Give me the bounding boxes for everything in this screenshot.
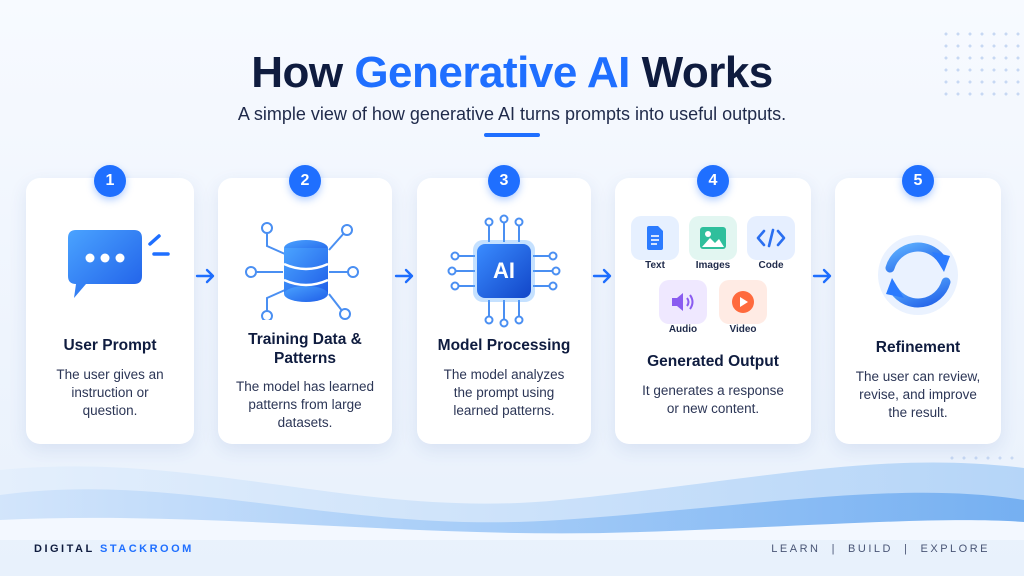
document-icon <box>647 226 663 250</box>
step-number-badge: 4 <box>697 165 729 197</box>
video-output-tile <box>719 280 767 324</box>
step-title: Generated Output <box>647 353 779 370</box>
image-icon <box>700 227 726 249</box>
chat-bubble-icon <box>68 230 170 298</box>
step-number-badge: 1 <box>94 165 126 197</box>
title-underline <box>484 133 540 137</box>
text-output-tile <box>631 216 679 260</box>
step-card-refinement: Refinement The user can review, revise, … <box>835 178 1001 444</box>
audio-output-tile <box>659 280 707 324</box>
title-highlight: Generative AI <box>354 48 630 97</box>
output-label: Images <box>695 260 731 271</box>
step-description: It generates a response or new content. <box>642 383 784 416</box>
output-label: Code <box>758 260 784 271</box>
decorative-wave <box>0 462 1024 540</box>
footer-brand-part1: DIGITAL <box>34 543 101 555</box>
footer-brand: DIGITAL STACKROOM <box>34 543 194 555</box>
code-output-tile <box>747 216 795 260</box>
step-card-user-prompt: User Prompt The user gives an instructio… <box>26 178 194 444</box>
step-description: The user gives an instruction or questio… <box>56 367 164 418</box>
step-card-model-processing: AI Model Processing The model analyzes t… <box>417 178 591 444</box>
arrow-right-icon <box>812 268 832 284</box>
ai-chip-label: AI <box>493 258 515 283</box>
page-title: How Generative AI Works <box>0 48 1024 98</box>
step-card-training-data: Training Data & Patterns The model has l… <box>218 178 392 444</box>
output-label: Video <box>729 324 757 335</box>
footer-tagline: LEARN | BUILD | EXPLORE <box>771 543 990 555</box>
step-number-badge: 2 <box>289 165 321 197</box>
title-part2: Works <box>629 48 774 97</box>
output-label: Text <box>645 260 665 271</box>
step-number-badge: 5 <box>902 165 934 197</box>
step-description: The model has learned patterns from larg… <box>235 379 375 430</box>
step-title: User Prompt <box>63 337 157 354</box>
code-icon <box>756 228 786 248</box>
arrow-right-icon <box>592 268 612 284</box>
play-icon <box>732 291 754 313</box>
footer-brand-part2: STACKROOM <box>100 543 194 555</box>
arrow-right-icon <box>394 268 414 284</box>
title-part1: How <box>251 48 355 97</box>
step-title: Model Processing <box>437 337 571 354</box>
step-card-generated-output: Text Images Code Audio Video Generated O… <box>615 178 811 444</box>
output-label: Audio <box>668 324 698 335</box>
page-subtitle: A simple view of how generative AI turns… <box>237 104 787 124</box>
database-network-icon <box>245 222 359 320</box>
step-description: The user can review, revise, and improve… <box>855 369 981 420</box>
arrow-right-icon <box>195 268 215 284</box>
step-description: The model analyzes the prompt using lear… <box>443 367 565 418</box>
refresh-cycle-icon <box>878 235 958 315</box>
images-output-tile <box>689 216 737 260</box>
step-number-badge: 3 <box>488 165 520 197</box>
step-title: Training Data & Patterns <box>248 331 362 367</box>
ai-chip-icon <box>447 214 561 328</box>
step-title: Refinement <box>875 339 961 356</box>
decorative-dots-top-right <box>940 28 1024 98</box>
speaker-icon <box>672 293 694 311</box>
